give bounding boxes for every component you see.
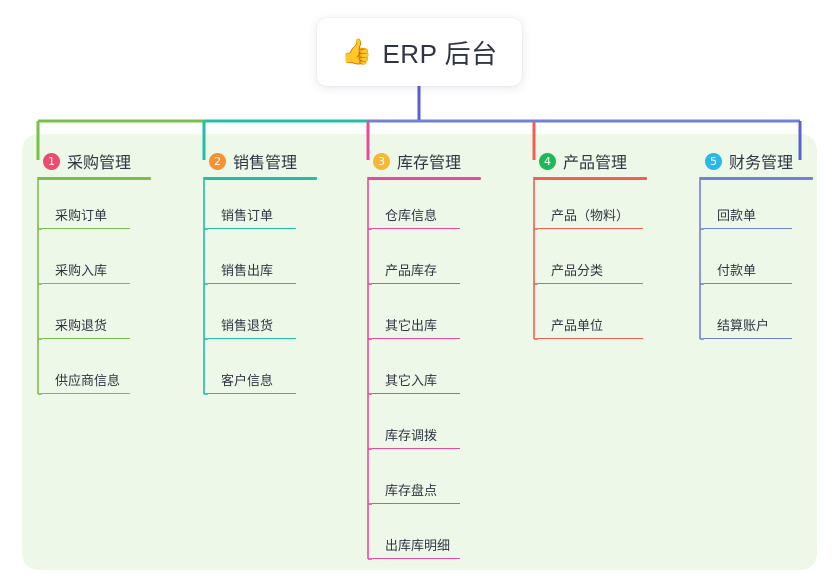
leaf-item-label: 库存调拨: [385, 428, 438, 443]
leaf-item-rule: [704, 337, 792, 339]
leaf-item-rule: [372, 392, 460, 394]
leaf-item-rule: [208, 282, 296, 284]
leaf-item-rule: [372, 227, 460, 229]
leaf-item-rule: [42, 227, 130, 229]
leaf-item-rule: [208, 227, 296, 229]
leaf-item-label: 产品（物料）: [551, 208, 630, 223]
leaf-item-label: 产品分类: [551, 263, 604, 278]
leaf-item-rule: [372, 557, 460, 559]
leaf-item-rule: [42, 337, 130, 339]
leaf-item-rule: [704, 227, 792, 229]
leaf-item-label: 供应商信息: [55, 373, 121, 388]
column-1: 1 采购管理: [33, 144, 151, 180]
column-header-5[interactable]: 5 财务管理: [695, 144, 793, 178]
leaf-item-label: 其它出库: [385, 318, 438, 333]
leaf-item-rule: [538, 282, 643, 284]
leaf-item-label: 回款单: [717, 208, 757, 223]
column-header-rule-5: [700, 177, 813, 180]
leaf-item-label: 仓库信息: [385, 208, 438, 223]
column-header-1[interactable]: 1 采购管理: [33, 144, 131, 178]
leaf-item-rule: [372, 502, 460, 504]
column-header-4[interactable]: 4 产品管理: [529, 144, 627, 178]
leaf-item-label: 采购退货: [55, 318, 108, 333]
root-node[interactable]: 👍 ERP 后台: [317, 18, 522, 86]
leaf-item-label: 付款单: [717, 263, 757, 278]
leaf-item-label: 产品库存: [385, 263, 438, 278]
leaf-item-rule: [208, 392, 296, 394]
content-panel: [22, 134, 817, 570]
leaf-item-rule: [538, 337, 643, 339]
column-3: 3 库存管理: [363, 144, 481, 180]
column-title-3: 库存管理: [397, 155, 462, 172]
column-title-2: 销售管理: [233, 155, 298, 172]
column-2: 2 销售管理: [199, 144, 317, 180]
leaf-item-label: 库存盘点: [385, 483, 438, 498]
leaf-item-label: 客户信息: [221, 373, 274, 388]
thumbs-up-icon: 👍: [341, 37, 373, 66]
leaf-item-rule: [372, 282, 460, 284]
leaf-item-label: 采购订单: [55, 208, 108, 223]
leaf-item-label: 采购入库: [55, 263, 108, 278]
column-title-1: 采购管理: [67, 155, 132, 172]
column-badge-4: 4: [539, 152, 556, 170]
leaf-item-label: 产品单位: [551, 318, 604, 333]
column-header-rule-4: [534, 177, 647, 180]
column-header-3[interactable]: 3 库存管理: [363, 144, 461, 178]
column-badge-2: 2: [209, 152, 226, 170]
root-title: ERP 后台: [382, 38, 498, 69]
leaf-item-rule: [208, 337, 296, 339]
column-5: 5 财务管理: [695, 144, 813, 180]
leaf-item-label: 销售退货: [221, 318, 274, 333]
column-title-5: 财务管理: [729, 155, 794, 172]
column-title-4: 产品管理: [563, 155, 628, 172]
column-badge-3: 3: [373, 152, 390, 170]
leaf-item-rule: [372, 337, 460, 339]
leaf-item-label: 销售订单: [221, 208, 274, 223]
leaf-item-rule: [704, 282, 792, 284]
column-header-2[interactable]: 2 销售管理: [199, 144, 297, 178]
leaf-item-label: 结算账户: [717, 318, 770, 333]
column-header-rule-1: [38, 177, 151, 180]
leaf-item-label: 其它入库: [385, 373, 438, 388]
leaf-item-label: 出库库明细: [385, 538, 451, 553]
leaf-item-label: 销售出库: [221, 263, 274, 278]
column-header-rule-3: [368, 177, 481, 180]
leaf-item-rule: [42, 282, 130, 284]
leaf-item-rule: [42, 392, 130, 394]
leaf-item-rule: [538, 227, 643, 229]
leaf-item-rule: [372, 447, 460, 449]
column-badge-5: 5: [705, 152, 722, 170]
column-header-rule-2: [204, 177, 317, 180]
column-badge-1: 1: [43, 152, 60, 170]
column-4: 4 产品管理: [529, 144, 647, 180]
